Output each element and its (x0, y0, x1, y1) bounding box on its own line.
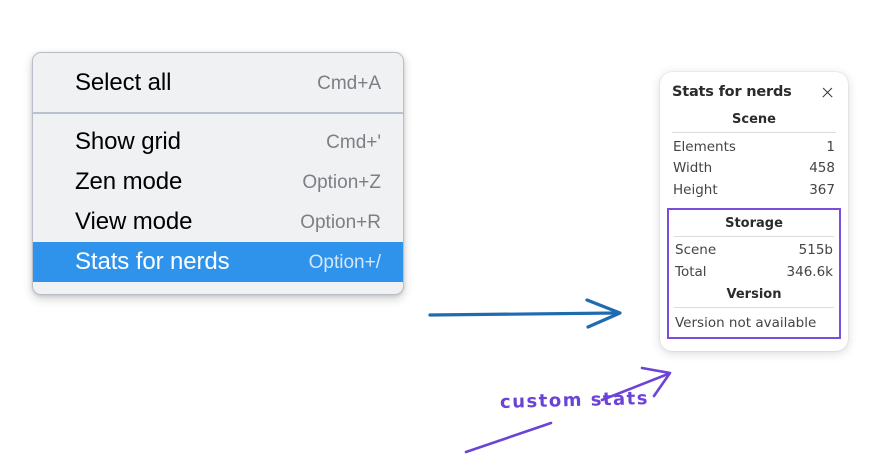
stat-key: Width (673, 160, 713, 177)
menu-item-shortcut: Cmd+' (326, 131, 381, 153)
section-title-scene: Scene (732, 112, 776, 127)
menu-item-shortcut: Option+Z (302, 171, 381, 193)
menu-item-label: Select all (75, 69, 172, 96)
menu-item-shortcut: Option+/ (308, 251, 381, 273)
menu-item-label: Show grid (75, 128, 181, 155)
handwritten-custom-stats-label: custom stats (499, 388, 650, 413)
blue-arrow-annotation (428, 298, 622, 329)
menu-item-zen-mode[interactable]: Zen mode Option+Z (33, 162, 403, 202)
purple-underline-annotation (464, 421, 553, 454)
custom-stats-highlight-box: Storage Scene 515b Total 346.6k Version … (667, 207, 841, 340)
stat-key: Scene (675, 242, 717, 259)
stat-key: Height (673, 182, 718, 199)
menu-item-shortcut: Cmd+A (317, 72, 381, 94)
menu-item-show-grid[interactable]: Show grid Cmd+' (33, 122, 403, 162)
close-icon[interactable] (820, 85, 835, 100)
menu-item-select-all[interactable]: Select all Cmd+A (33, 63, 403, 103)
stat-row: Width 458 (672, 158, 836, 180)
menu-item-stats-for-nerds[interactable]: Stats for nerds Option+/ (33, 242, 403, 282)
stat-row: Scene 515b (674, 240, 834, 262)
stat-row: Total 346.6k (674, 262, 834, 284)
menu-item-label: View mode (75, 208, 193, 235)
stat-row: Height 367 (672, 180, 836, 202)
section-title-version: Version (726, 287, 782, 303)
section-divider (674, 307, 834, 309)
stat-value: 346.6k (786, 264, 833, 280)
stat-value: 367 (809, 182, 835, 199)
section-title-storage: Storage (725, 215, 783, 231)
menu-item-label: Stats for nerds (75, 248, 230, 275)
menu-group-1: Select all Cmd+A (33, 63, 403, 103)
stats-section-storage: Storage Scene 515b Total 346.6k (674, 212, 834, 284)
section-divider (672, 132, 836, 133)
menu-separator (33, 112, 403, 114)
menu-group-2: Show grid Cmd+' Zen mode Option+Z View m… (33, 122, 403, 282)
stat-value: 515b (798, 242, 833, 259)
stats-panel-header: Stats for nerds (672, 82, 836, 108)
stat-key: Elements (673, 138, 736, 155)
menu-item-view-mode[interactable]: View mode Option+R (33, 202, 403, 242)
stat-row: Elements 1 (672, 136, 836, 158)
stats-panel-title: Stats for nerds (672, 84, 792, 100)
menu-item-label: Zen mode (75, 168, 183, 195)
version-note: Version not available (675, 315, 817, 332)
section-divider (674, 235, 834, 237)
menu-item-shortcut: Option+R (300, 211, 381, 233)
stat-value: 458 (809, 160, 835, 177)
stats-section-scene: Scene Elements 1 Width 458 Height 367 (672, 108, 836, 202)
stat-key: Total (675, 264, 707, 280)
stats-section-version: Version Version not available (674, 283, 834, 332)
stat-value: 1 (826, 138, 835, 155)
context-menu: Select all Cmd+A Show grid Cmd+' Zen mod… (32, 52, 404, 295)
stats-for-nerds-panel: Stats for nerds Scene Elements 1 Width 4… (660, 72, 848, 352)
